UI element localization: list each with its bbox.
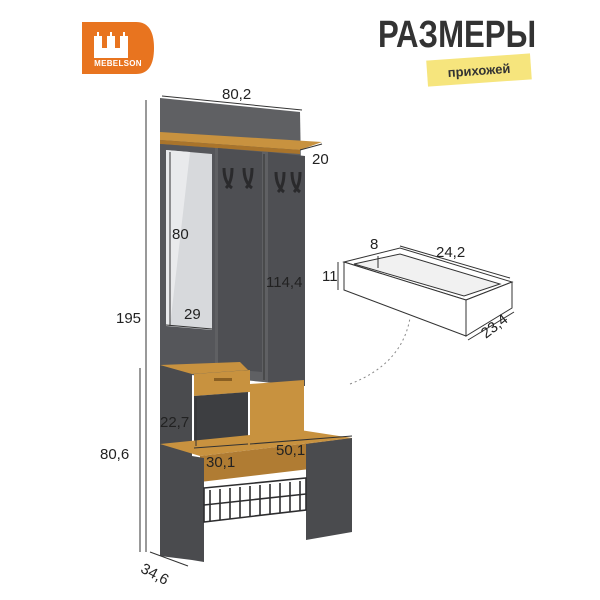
logo-brand-text: MEBELSON [94, 59, 142, 68]
dim-line-top-width [161, 95, 303, 111]
label-top-width: 80,2 [222, 86, 252, 103]
bench-top [160, 430, 352, 456]
dotted-connector [349, 317, 411, 385]
label-mirror-height: 80 [172, 226, 189, 243]
drawer-handle [214, 378, 232, 381]
label-mirror-width: 29 [184, 306, 201, 323]
label-panel-height: 114,4 [266, 274, 303, 291]
label-bench-width: 50,1 [276, 442, 306, 459]
dim-line-drawer-width [399, 245, 511, 279]
hook-4 [290, 171, 302, 194]
label-drawer-height: 8 [370, 236, 379, 253]
dim-line-drawer-depth [467, 311, 515, 341]
label-total-height: 195 [116, 310, 142, 327]
label-drawer-side: 11 [322, 268, 338, 285]
niche [194, 392, 248, 448]
drawer-inner [353, 253, 502, 297]
label-cabinet-width: 30,1 [206, 454, 236, 471]
label-lower-height: 80,6 [100, 446, 130, 463]
dimension-lines [139, 95, 353, 567]
dim-line-shelf-depth [299, 143, 323, 151]
top-shelf-front [160, 140, 300, 154]
hook-3 [274, 171, 286, 194]
coat-hooks [222, 167, 302, 194]
dim-line-mirror-width [165, 324, 213, 330]
hook-1 [222, 167, 234, 190]
coat-panel-right [268, 152, 305, 386]
hook-2 [242, 167, 254, 190]
shoe-rack-frame [203, 477, 307, 523]
top-shelf [160, 132, 322, 150]
bench-left-leg [192, 456, 204, 562]
label-shelf-depth: 20 [312, 151, 329, 168]
coat-panel-left [218, 148, 262, 372]
bench-right-leg [306, 438, 352, 540]
mebelson-logo [82, 22, 154, 74]
label-drawer-width: 24,2 [436, 244, 466, 261]
dim-line-cabinet-width [193, 443, 249, 449]
cabinet-top [160, 362, 248, 374]
crown-icon [94, 32, 128, 58]
cabinet-side [160, 365, 192, 560]
label-cabinet-height: 22,7 [160, 414, 190, 431]
wood-door [250, 380, 304, 446]
dim-line-depth [149, 551, 189, 567]
drawer-detail [337, 245, 515, 341]
mirror-shade [166, 150, 190, 326]
dim-line-bench-width [249, 435, 353, 445]
drawer-box-side [465, 281, 513, 337]
shoe-rack [203, 477, 307, 523]
drawer-front [194, 370, 250, 396]
page-title: РАЗМЕРЫ [378, 14, 537, 56]
